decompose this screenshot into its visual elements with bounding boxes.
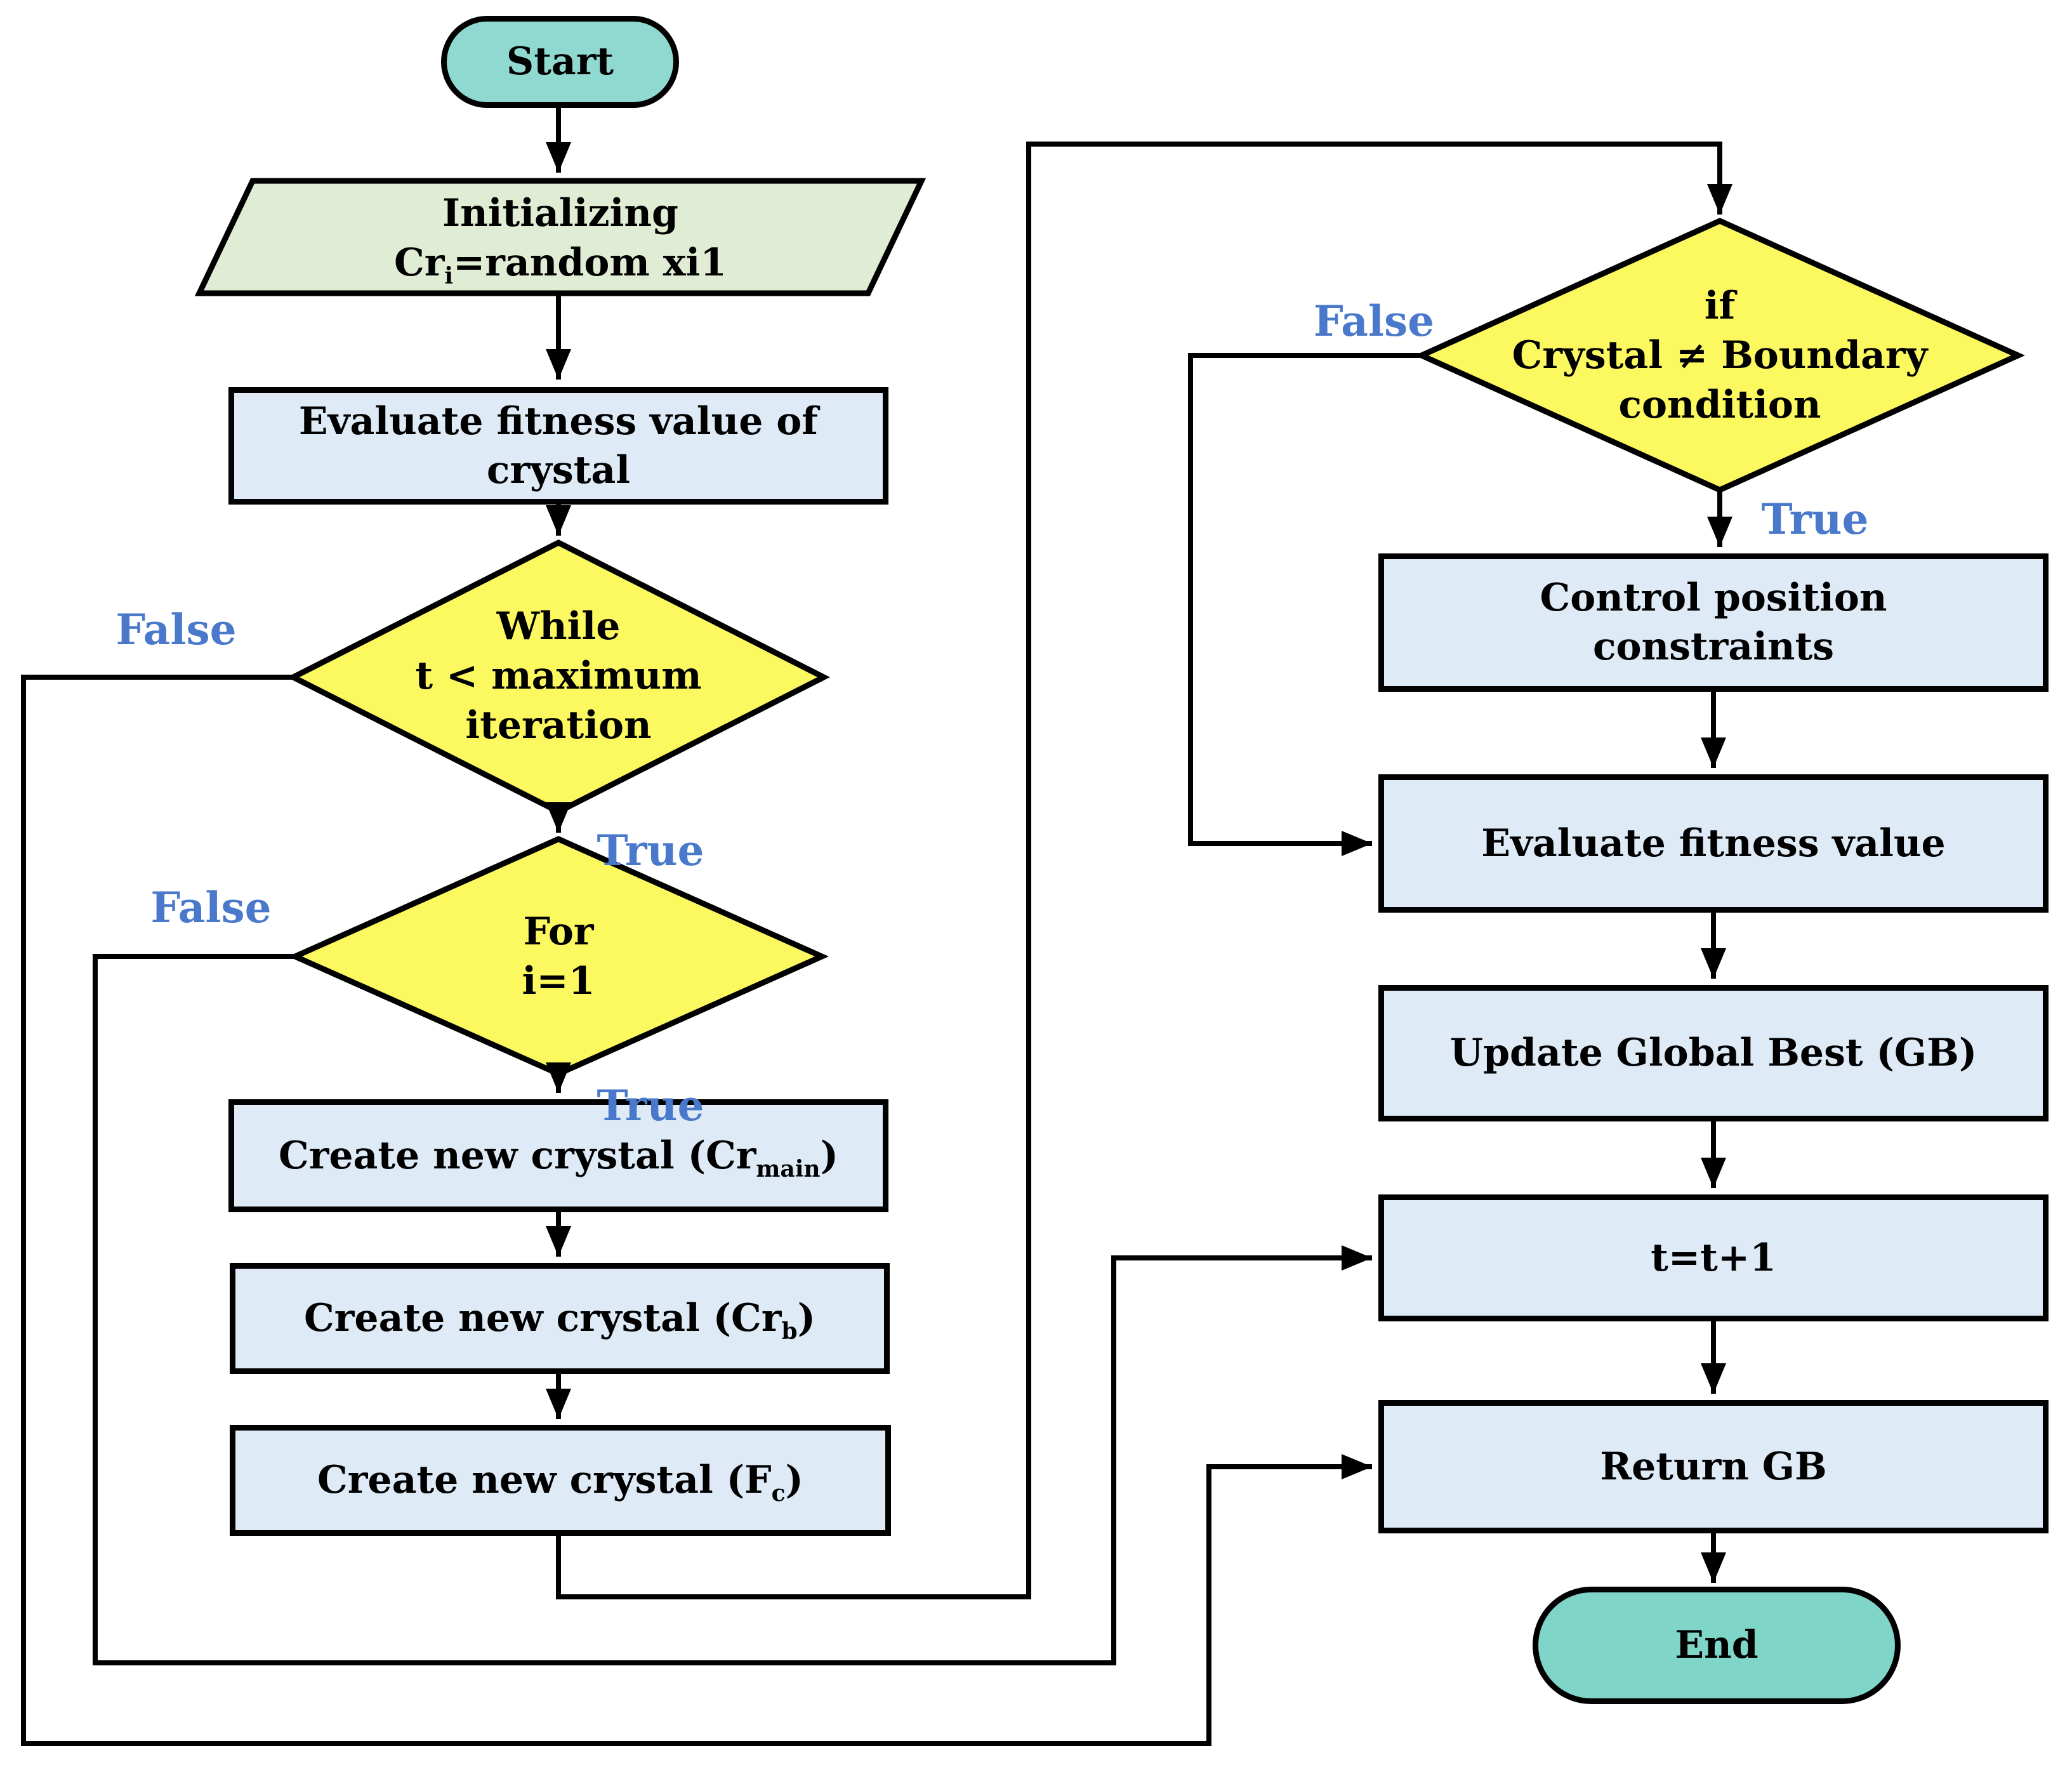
return-gb-process: Return GB [1378,1400,2049,1533]
create-b-process: Create new crystal (Crb) [230,1263,890,1374]
increment-process: t=t+1 [1378,1194,2049,1321]
start-label: Start [506,39,614,84]
edge-for-false-to-increment [93,954,1372,1665]
control-process: Control position constraints [1378,553,2049,692]
boundary-true-label: True [1761,494,1869,544]
boundary-decision-text: if Crystal ≠ Boundary condition [1512,284,1928,427]
for-false-label: False [150,883,272,932]
create-main-process: Create new crystal (Crmain) [228,1099,888,1212]
edge-while-false-to-return-gb [21,675,1372,1746]
end-terminal: End [1533,1587,1901,1704]
init-line1: Initializing [442,191,678,235]
init-line2: Cri=random xi1 [393,241,727,289]
start-terminal: Start [441,16,679,108]
for-true-label: True [597,1081,704,1130]
end-label: End [1675,1623,1759,1668]
eval-crystal-process: Evaluate fitness value of crystal [228,387,888,505]
init-io-shape [194,178,927,296]
boundary-false-label: False [1313,296,1435,346]
for-decision-text: For i=1 [522,909,595,1003]
update-gb-process: Update Global Best (GB) [1378,985,2049,1121]
while-decision-text: While t < maximum iteration [415,604,702,748]
create-fc-process: Create new crystal (Fc) [230,1425,891,1536]
eval-fitness-process: Evaluate fitness value [1378,774,2049,913]
init-io-text: Initializing Cri=random xi1 [199,187,921,289]
edge-boundary-false-to-eval-fitness [1188,353,1422,856]
while-true-label: True [597,826,704,875]
edge-create-fc-to-boundary [556,142,1732,1599]
while-false-label: False [115,605,237,654]
